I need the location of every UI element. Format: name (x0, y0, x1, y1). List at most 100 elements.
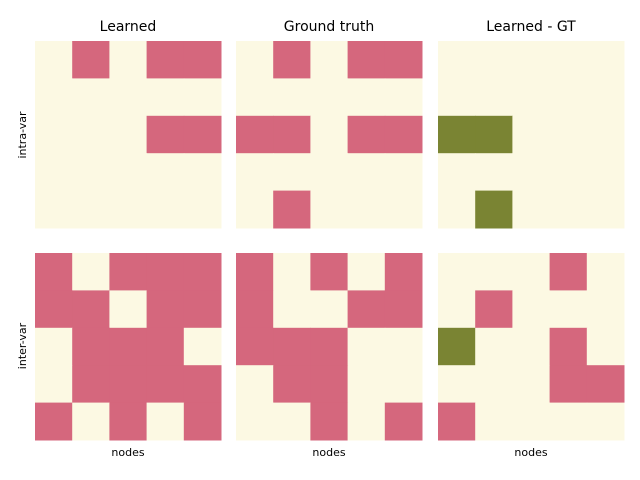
heatmap-cell (146, 115, 185, 154)
heatmap-cell (549, 365, 588, 404)
heatmap-cell (512, 153, 551, 192)
heatmap-cell (549, 190, 588, 229)
heatmap-cell (273, 115, 311, 154)
heatmap-cell (475, 78, 513, 117)
panel-inter-var-learned (35, 253, 222, 441)
heatmap-cell (146, 153, 185, 192)
column-title-ground-truth: Ground truth (284, 19, 374, 35)
heatmap-cell (35, 365, 73, 404)
heatmap-cell (35, 190, 73, 229)
heatmap-cell (384, 402, 423, 441)
heatmap-cell (183, 78, 222, 117)
heatmap-cell (586, 41, 625, 79)
heatmap-panels (35, 41, 625, 441)
heatmap-cell (35, 115, 73, 154)
heatmap-cell (109, 115, 148, 154)
heatmap-cell (438, 253, 476, 291)
heatmap-cell (183, 290, 222, 329)
heatmap-cell (347, 153, 386, 192)
heatmap-cell (384, 41, 423, 79)
heatmap-cell (347, 190, 386, 229)
heatmap-cell (35, 41, 73, 79)
heatmap-cell (310, 41, 349, 79)
heatmap-cell (384, 190, 423, 229)
heatmap-cell (549, 153, 588, 192)
heatmap-cell (384, 153, 423, 192)
panel-intra-var-learned (35, 41, 222, 229)
heatmap-cell (72, 327, 110, 366)
heatmap-cell (35, 327, 73, 366)
heatmap-cell (384, 327, 423, 366)
heatmap-cell (273, 402, 311, 441)
heatmap-cell (347, 290, 386, 329)
heatmap-cell (35, 402, 73, 441)
heatmap-cell (586, 327, 625, 366)
heatmap-cell (512, 190, 551, 229)
heatmap-cell (236, 365, 274, 404)
heatmap-cell (146, 327, 185, 366)
heatmap-cell (183, 365, 222, 404)
heatmap-cell (109, 41, 148, 79)
row-label-inter-var: inter-var (16, 322, 29, 369)
heatmap-cell (586, 78, 625, 117)
heatmap-cell (512, 78, 551, 117)
heatmap-cell (384, 78, 423, 117)
heatmap-cell (273, 78, 311, 117)
heatmap-cell (236, 78, 274, 117)
panel-inter-var-ground-truth (236, 253, 423, 441)
panel-inter-var-learned-gt (438, 253, 625, 441)
heatmap-cell (236, 153, 274, 192)
heatmap-cell (109, 365, 148, 404)
heatmap-cell (438, 365, 476, 404)
heatmap-cell (475, 290, 513, 329)
heatmap-cell (183, 115, 222, 154)
heatmap-cell (183, 253, 222, 291)
heatmap-cell (310, 365, 349, 404)
column-title-learned: Learned (100, 19, 157, 35)
heatmap-cell (146, 78, 185, 117)
heatmap-cell (310, 153, 349, 192)
heatmap-cell (310, 290, 349, 329)
heatmap-cell (310, 253, 349, 291)
heatmap-cell (273, 253, 311, 291)
heatmap-cell (72, 115, 110, 154)
heatmap-cell (146, 253, 185, 291)
heatmap-cell (549, 115, 588, 154)
heatmap-cell (146, 290, 185, 329)
heatmap-cell (273, 153, 311, 192)
heatmap-cell (236, 190, 274, 229)
heatmap-cell (475, 41, 513, 79)
heatmap-cell (438, 290, 476, 329)
heatmap-cell (586, 153, 625, 192)
heatmap-cell (310, 402, 349, 441)
heatmap-cell (475, 190, 513, 229)
heatmap-cell (273, 327, 311, 366)
heatmap-cell (512, 327, 551, 366)
heatmap-cell (586, 253, 625, 291)
heatmap-cell (72, 190, 110, 229)
heatmap-cell (146, 365, 185, 404)
heatmap-cell (183, 402, 222, 441)
heatmap-cell (438, 190, 476, 229)
heatmap-cell (310, 115, 349, 154)
heatmap-cell (35, 153, 73, 192)
heatmap-cell (273, 190, 311, 229)
row-label-intra-var: intra-var (16, 111, 29, 159)
heatmap-cell (273, 365, 311, 404)
heatmap-cell (146, 41, 185, 79)
heatmap-cell (475, 327, 513, 366)
heatmap-cell (109, 253, 148, 291)
heatmap-cell (183, 190, 222, 229)
heatmap-cell (512, 115, 551, 154)
heatmap-cell (384, 253, 423, 291)
heatmap-cell (549, 78, 588, 117)
heatmap-cell (183, 153, 222, 192)
heatmap-cell (512, 290, 551, 329)
heatmap-cell (347, 41, 386, 79)
heatmap-cell (35, 253, 73, 291)
heatmap-cell (109, 190, 148, 229)
heatmap-cell (72, 402, 110, 441)
heatmap-cell (512, 365, 551, 404)
heatmap-cell (586, 402, 625, 441)
